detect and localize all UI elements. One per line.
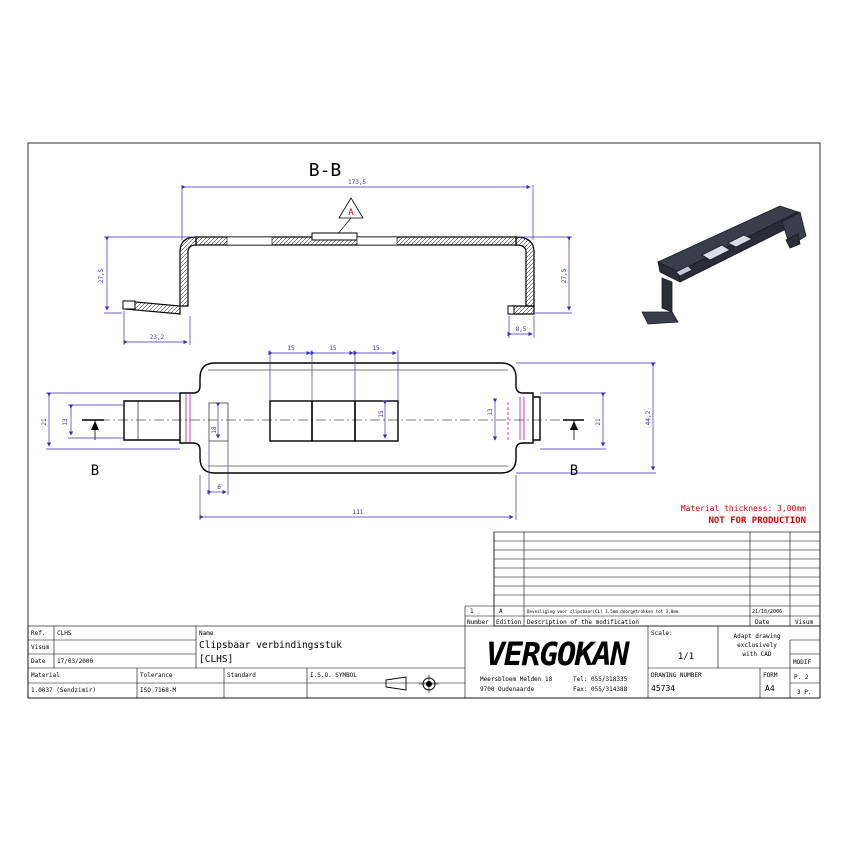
plan-view (82, 362, 584, 474)
form-value: A4 (765, 684, 775, 693)
section-marker-left: B (82, 419, 104, 479)
slot-2 (311, 400, 356, 442)
modif-note-line3: with CAD (743, 651, 772, 658)
material-label: Material (31, 672, 60, 679)
rev-edition: A (499, 608, 503, 615)
part-name-line1: Clipsbaar verbindingsstuk (199, 640, 342, 651)
material-value: 1.0037 (Sendzimir) (31, 687, 96, 694)
section-profile (122, 232, 535, 315)
dim-right-flange-text: 8,5 (516, 326, 527, 333)
dim-top-overall-text: 173,5 (348, 179, 366, 186)
tolerance-label: Tolerance (140, 672, 173, 679)
dim-small-slot-width-text: 6 (217, 484, 221, 491)
rev-number: 1 (470, 608, 474, 615)
dim-slot-height-text: 15 (378, 410, 385, 418)
dim-left-flange: 23,2 (123, 311, 191, 345)
dim-left-flange-text: 23,2 (150, 334, 165, 341)
section-title: B-B (309, 160, 342, 181)
rev-header-description: Description of the modification (527, 619, 639, 626)
date-value: 17/03/2000 (57, 658, 94, 665)
visum-label: Visum (31, 644, 49, 651)
ref-value: CLHS (57, 630, 72, 637)
dim-plan-width-text: 44,2 (645, 410, 652, 425)
scale-value: 1/1 (678, 652, 694, 662)
material-thickness-note: Material thickness: 3,00mm (681, 504, 806, 513)
fax: Fax: 055/314388 (573, 686, 628, 693)
section-marker-right-label: B (570, 463, 578, 479)
dim-small-slot-height: 18 (211, 402, 221, 439)
dim-right-flange: 8,5 (507, 316, 535, 338)
dim-right-width-13: 13 (487, 408, 494, 416)
dim-small-slot-height-text: 18 (211, 426, 218, 434)
dim-right-height-text: 27,5 (561, 268, 568, 283)
dim-small-slot-width: 6 (207, 441, 229, 495)
drawing-frame (27, 142, 821, 699)
company-logo: VERGOKAN (486, 635, 630, 673)
part-name-line2: [CLHS] (199, 654, 233, 665)
standard-label: Standard (227, 672, 256, 679)
dim-slot-pitch-1: 15 (287, 345, 295, 352)
scale-label: Scale: (651, 630, 673, 637)
name-label: Name (199, 630, 214, 637)
page-label: P. 2 (794, 674, 809, 681)
dim-right-height: 27,5 (520, 236, 572, 314)
rev-date: 21/10/2006 (752, 609, 782, 615)
tolerance-value: ISO 7168-M (140, 687, 177, 694)
callout-a: A (335, 197, 364, 237)
drawing-number-label: DRAWING NUMBER (651, 672, 702, 679)
not-for-production-note: NOT FOR PRODUCTION (708, 516, 806, 526)
dim-slot-pitch-3: 15 (372, 345, 380, 352)
dim-slot-height: 15 (378, 400, 388, 439)
callout-a-label: A (348, 208, 354, 218)
rev-header-edition: Edition (496, 619, 522, 626)
address-line1: Meersbloem Melden 18 (480, 676, 553, 683)
tel: Tel: 055/318335 (573, 676, 628, 683)
dim-right-widths: 13 21 (487, 392, 606, 450)
rev-header-visum: Visum (795, 619, 813, 626)
dim-left-height-text: 27,5 (98, 268, 105, 283)
dim-plan-length-text: 111 (353, 509, 364, 516)
small-slot (208, 402, 229, 442)
address-line2: 9700 Oudenaarde (480, 686, 535, 693)
dim-plan-length: 111 (199, 475, 517, 520)
revision-table: 1 A Beveiliging voor clipsbaar(CL) 1,5mm… (464, 531, 821, 627)
ref-label: Ref. (31, 630, 45, 637)
drawing-number: 45734 (651, 684, 675, 693)
title-block: Ref. CLHS Visum Date 17/03/2000 Name Cli… (27, 625, 821, 699)
dim-top-overall: 173,5 (181, 179, 534, 240)
pages-label: 3 P. (797, 689, 811, 696)
form-label: FORM (763, 672, 778, 679)
modif-note-line2: exclusively (737, 642, 777, 649)
dim-slot-pitch-2: 15 (329, 345, 337, 352)
dim-slot-pitches: 15 15 15 (268, 345, 399, 401)
modif-label: MODIF (793, 659, 811, 666)
date-label: Date (31, 658, 46, 665)
dim-left-height: 27,5 (98, 236, 196, 314)
dim-left-width-21: 21 (41, 418, 48, 426)
rev-description: Beveiliging voor clipsbaar(CL) 1,5mm doo… (527, 609, 679, 614)
modif-note-line1: Adapt drawing (734, 633, 781, 640)
dim-left-widths: 21 13 (41, 392, 180, 450)
iso-symbol-label: I.S.O. SYMBOL (310, 672, 357, 679)
projection-symbol-icon (385, 675, 439, 693)
section-marker-right: B (563, 419, 584, 479)
dim-left-width-13: 13 (62, 418, 69, 426)
section-marker-left-label: B (91, 463, 99, 479)
rev-header-number: Number (467, 619, 489, 626)
plan-outline (179, 362, 534, 474)
isometric-view (641, 205, 807, 325)
dim-plan-width: 44,2 (516, 362, 656, 474)
rev-header-date: Date (755, 619, 770, 626)
slot-1 (269, 400, 313, 442)
dim-right-width-21: 21 (595, 418, 602, 426)
slot-3 (354, 400, 399, 442)
